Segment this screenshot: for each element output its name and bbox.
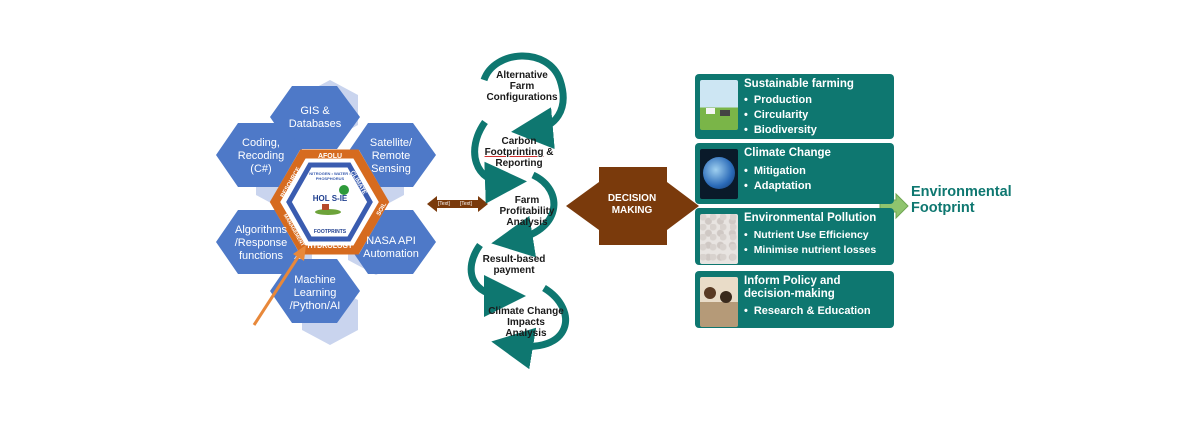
outcome-box-pollution: Environmental Pollution Nutrient Use Eff… bbox=[695, 208, 894, 265]
outcome-list-policy: Research & Education bbox=[744, 304, 871, 319]
farm-photo bbox=[700, 80, 738, 130]
outcome-bullet: Production bbox=[744, 93, 817, 108]
hexagon-label-satellite: Satellite/ Remote Sensing bbox=[369, 137, 413, 175]
outcome-box-climate: Climate Change Mitigation Adaptation bbox=[695, 143, 894, 204]
outcome-list-farming: Production Circularity Biodiversity bbox=[744, 93, 817, 138]
flow-label-climate-impacts: Climate Change Impacts Analysis bbox=[488, 306, 564, 339]
pointer-arrow bbox=[252, 253, 302, 326]
flow-label-alternative: Alternative Farm Configurations bbox=[486, 70, 558, 103]
outcome-title-pollution: Environmental Pollution bbox=[744, 212, 877, 224]
outcome-list-pollution: Nutrient Use Efficiency Minimise nutrien… bbox=[744, 228, 877, 258]
hexagon-label-nasa: NASA API Automation bbox=[363, 235, 419, 260]
hexagon-label-algorithms: Algorithms /Response functions bbox=[234, 224, 288, 262]
hexagon-coding bbox=[216, 123, 306, 187]
result-label: Environmental Footprint bbox=[911, 184, 1012, 216]
outcome-title-farming: Sustainable farming bbox=[744, 78, 854, 90]
logo-footprints: FOOTPRINTS bbox=[313, 229, 347, 235]
hexagon-label-gis: GIS & Databases bbox=[288, 105, 342, 130]
logo-ring-top: AFOLU bbox=[317, 153, 343, 160]
earth-photo bbox=[700, 149, 738, 199]
policy-photo bbox=[700, 277, 738, 327]
outcome-box-farming: Sustainable farming Production Circulari… bbox=[695, 74, 894, 139]
outcome-bullet: Nutrient Use Efficiency bbox=[744, 228, 876, 243]
outcome-bullet: Mitigation bbox=[744, 164, 811, 179]
hexagon-ml bbox=[270, 259, 360, 323]
hexagon-label-ml: Machine Learning /Python/AI bbox=[289, 274, 341, 312]
pollution-photo bbox=[700, 214, 738, 264]
hexagon-cluster bbox=[216, 86, 436, 323]
outcome-bullet: Circularity bbox=[744, 108, 817, 123]
connector-text-left: [Text] bbox=[438, 201, 450, 207]
connector-arrow bbox=[427, 196, 488, 212]
decision-label: DECISION MAKING bbox=[607, 193, 657, 216]
logo-inner-labels: NITROGEN • WATER • PHOSPHORUS bbox=[309, 171, 351, 181]
clover-icon bbox=[339, 185, 349, 195]
outcome-list-climate: Mitigation Adaptation bbox=[744, 164, 811, 194]
outcome-bullet: Research & Education bbox=[744, 304, 871, 319]
connector-text-right: [Text] bbox=[460, 201, 472, 207]
farm-icon bbox=[315, 209, 341, 215]
outcome-title-policy: Inform Policy and decision-making bbox=[744, 275, 841, 300]
flow-arrows bbox=[467, 52, 570, 370]
outcome-bullet: Adaptation bbox=[744, 179, 811, 194]
outcome-bullet: Minimise nutrient losses bbox=[744, 243, 877, 258]
decision-arrow bbox=[566, 167, 699, 245]
hexagon-algorithms bbox=[216, 210, 306, 274]
hexagon-gis bbox=[270, 86, 360, 149]
outcome-title-climate: Climate Change bbox=[744, 147, 831, 159]
logo-ring-bottom: HYDROLOGY bbox=[307, 243, 353, 250]
outcome-bullet: Biodiversity bbox=[744, 123, 817, 138]
logo-text: HOL S-IE bbox=[312, 194, 348, 203]
flow-label-carbon: Carbon Footprinting & Reporting bbox=[484, 136, 554, 169]
flow-label-result: Result-based payment bbox=[482, 254, 546, 276]
holos-logo bbox=[269, 149, 390, 255]
flow-label-profitability: Farm Profitability Analysis bbox=[499, 195, 555, 228]
hexagon-label-coding: Coding, Recoding (C#) bbox=[237, 137, 285, 175]
outcome-box-policy: Inform Policy and decision-making Resear… bbox=[695, 271, 894, 328]
